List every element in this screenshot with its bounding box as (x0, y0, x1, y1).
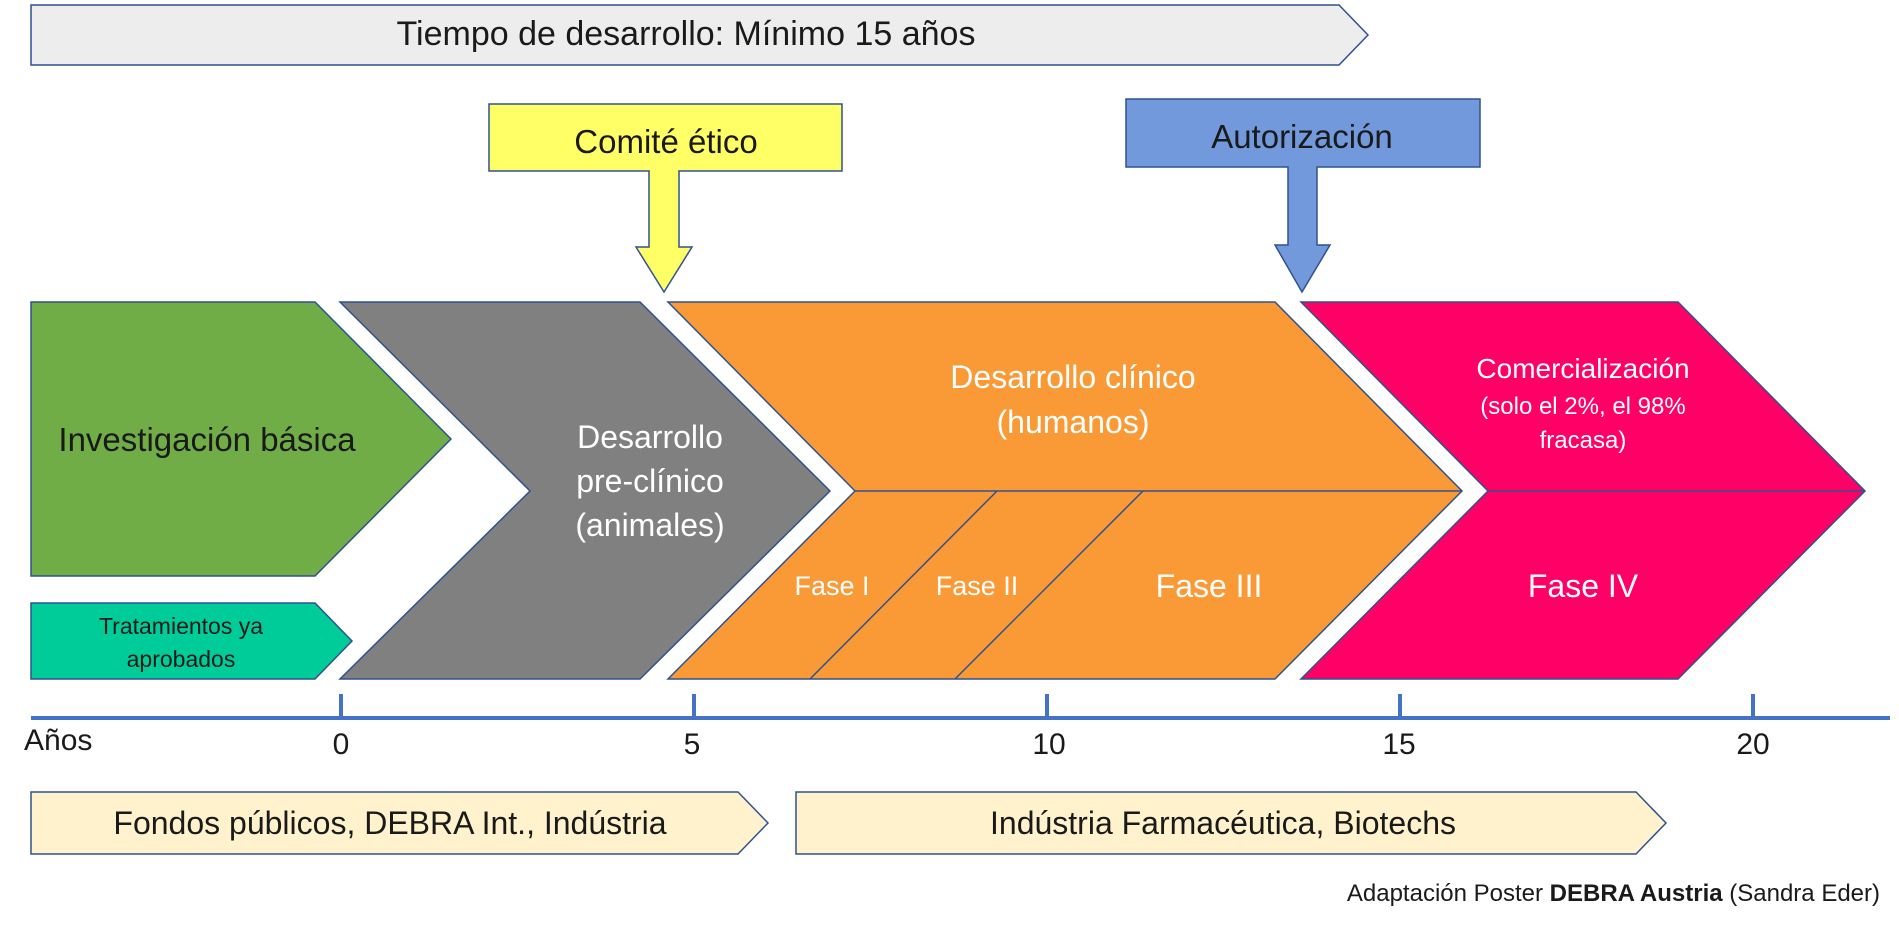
preclinical-stage: Desarrollo pre-clínico (animales) (338, 301, 832, 680)
axis-tick-label: 5 (684, 728, 701, 761)
axis-tick-label: 15 (1382, 728, 1415, 761)
funding-public-label: Fondos públicos, DEBRA Int., Indústria (113, 805, 666, 841)
axis-ticks (339, 694, 1755, 718)
ethics-callout-shape (488, 103, 843, 294)
funding-industry-shape (795, 791, 1668, 855)
axis-tick-label: 0 (333, 728, 350, 761)
preclinical-line2: pre-clínico (576, 463, 724, 499)
banner-text: Tiempo de desarrollo: Mínimo 15 años (397, 15, 976, 53)
authorization-callout-label: Autorización (1211, 118, 1393, 155)
commercial-stage: Comercialización (solo el 2%, el 98% fra… (1299, 301, 1867, 680)
authorization-callout-shape (1125, 98, 1481, 294)
funding-public: Fondos públicos, DEBRA Int., Indústria (30, 791, 770, 855)
axis-tick-label: 10 (1032, 728, 1065, 761)
phase-divider-2 (954, 490, 1144, 680)
funding-industry: Indústria Farmacéutica, Biotechs (795, 791, 1668, 855)
axis-tick-label: 20 (1736, 728, 1769, 761)
basic-research-label: Investigación básica (58, 421, 356, 458)
preclinical-shape (338, 301, 832, 680)
phase-4-label: Fase IV (1528, 568, 1639, 604)
banner-arrow-shape (30, 4, 1370, 66)
axis-label: Años (24, 724, 92, 757)
clinical-stage: Desarrollo clínico (humanos) Fase I Fase… (666, 301, 1464, 680)
ethics-callout-label: Comité ético (574, 123, 757, 160)
credit-prefix: Adaptación Poster (1347, 880, 1550, 907)
phase-divider-1 (809, 490, 998, 680)
ethics-committee-callout: Comité ético (488, 103, 843, 294)
approved-treatments-line2: aprobados (127, 646, 236, 672)
authorization-callout: Autorización (1125, 98, 1481, 294)
clinical-line1: Desarrollo clínico (950, 359, 1195, 395)
years-axis: Años 0 5 10 15 20 (24, 694, 1890, 761)
phase-2-label: Fase II (936, 571, 1019, 601)
approved-treatments-shape (30, 602, 354, 680)
commercial-line2: (solo el 2%, el 98% (1480, 393, 1685, 420)
funding-industry-label: Indústria Farmacéutica, Biotechs (990, 805, 1456, 841)
clinical-line2: (humanos) (997, 404, 1150, 440)
credit-org: DEBRA Austria (1550, 880, 1724, 907)
basic-research-shape (30, 301, 453, 577)
basic-research-stage: Investigación básica (30, 301, 453, 577)
funding-public-shape (30, 791, 770, 855)
approved-treatments-line1: Tratamientos ya (99, 613, 263, 639)
credit-line: Adaptación Poster DEBRA Austria (Sandra … (1347, 880, 1880, 907)
credit-suffix: (Sandra Eder) (1723, 880, 1880, 907)
development-time-banner: Tiempo de desarrollo: Mínimo 15 años (30, 4, 1370, 66)
phase-1-label: Fase I (794, 571, 869, 601)
phase-3-label: Fase III (1156, 568, 1263, 604)
commercial-line3: fracasa) (1540, 427, 1627, 454)
approved-treatments-stage: Tratamientos ya aprobados (30, 602, 354, 680)
preclinical-line1: Desarrollo (577, 419, 723, 455)
preclinical-line3: (animales) (575, 507, 724, 543)
commercial-line1: Comercialización (1476, 353, 1689, 384)
